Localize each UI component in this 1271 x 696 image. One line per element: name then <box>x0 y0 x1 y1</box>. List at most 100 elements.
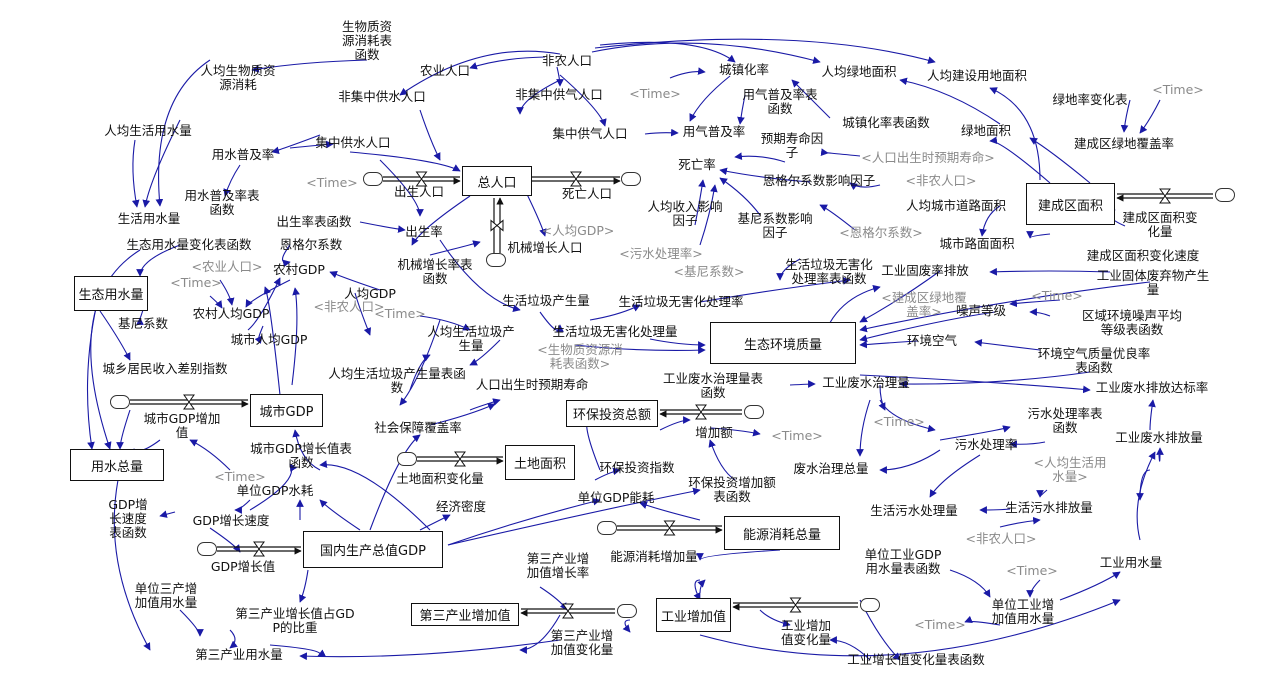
causal-link-arrow <box>989 136 1051 184</box>
causal-link-arrow <box>209 295 223 309</box>
causal-link-arrow <box>999 516 1041 528</box>
source-cloud-land <box>397 452 417 466</box>
causal-link-arrow <box>696 549 781 561</box>
flow-valve <box>1159 188 1171 204</box>
causal-link-arrow <box>429 403 496 426</box>
var-urban-road: 人均城市道路面积 <box>905 198 1007 213</box>
shadow-life-exp: <人口出生时预期寿命> <box>861 150 995 165</box>
var-waste-harmless-rate: 生活垃圾无害化处理率 <box>618 294 744 309</box>
causal-link-arrow <box>599 41 736 63</box>
stock-built-area[interactable]: 建成区面积 <box>1026 183 1115 225</box>
var-energy-increase: 能源消耗增加量 <box>610 549 698 564</box>
var-gdp-value: GDP增长值 <box>210 559 276 574</box>
causal-link-arrow <box>1139 99 1161 134</box>
var-domestic-sewage-treat: 生活污水处理量 <box>870 503 958 518</box>
causal-link-arrow <box>409 354 431 391</box>
var-per-domestic-water: 人均生活用水量 <box>104 123 192 138</box>
stock-eco-water[interactable]: 生态用水量 <box>74 276 148 311</box>
causal-link-arrow <box>694 179 706 226</box>
var-conc-gas: 集中供气人口 <box>552 126 628 141</box>
var-urban-rate: 城镇化率 <box>718 62 770 77</box>
causal-link-arrow <box>708 439 736 481</box>
causal-link-arrow <box>697 579 706 594</box>
causal-link-arrow <box>659 416 691 431</box>
var-noise: 噪声等级 <box>955 303 1007 318</box>
causal-link-arrow <box>989 267 1111 276</box>
shadow-per-gdp: <人均GDP> <box>541 223 615 238</box>
causal-link-arrow <box>791 79 831 119</box>
flow-valve <box>789 597 802 613</box>
stock-gdp-total[interactable]: 国内生产总值GDP <box>303 531 443 568</box>
causal-link-arrow <box>878 384 886 411</box>
var-per-bio: 人均生物质资 源消耗 <box>200 63 276 92</box>
causal-link-arrow <box>974 339 1041 351</box>
shadow-time-5: <Time> <box>374 306 426 321</box>
causal-link-arrow <box>219 279 235 306</box>
shadow-sewage: <污水处理率> <box>619 246 703 261</box>
causal-link-arrow <box>594 38 936 64</box>
causal-link-arrow <box>159 510 176 518</box>
var-rural-income: 农村人均GDP <box>192 306 270 321</box>
shadow-time-3: <Time> <box>306 175 358 190</box>
stock-env-invest[interactable]: 环保投资总额 <box>566 400 658 427</box>
causal-link-arrow <box>429 240 481 256</box>
causal-link-arrow <box>849 182 881 191</box>
var-ind-wastewater-treat: 工业废水治理量 <box>822 375 910 390</box>
causal-link-arrow <box>776 258 801 281</box>
shadow-time-2: <Time> <box>1152 82 1204 97</box>
stock-land-area[interactable]: 土地面积 <box>505 445 575 480</box>
causal-link-arrow <box>269 644 326 657</box>
stock-total-population[interactable]: 总人口 <box>462 166 532 196</box>
var-water-rate-table: 用水普及率表 函数 <box>184 188 260 217</box>
causal-link-arrow <box>1148 399 1156 431</box>
source-cloud-tertiary <box>617 604 637 618</box>
stock-urban-gdp[interactable]: 城市GDP <box>250 394 323 427</box>
causal-link-arrow <box>419 109 441 161</box>
shadow-per-water: <人均生活用 水量> <box>1033 455 1107 484</box>
stock-tertiary-added[interactable]: 第三产业增加值 <box>411 603 519 626</box>
stock-eco-quality[interactable]: 生态环境质量 <box>710 322 856 364</box>
causal-link-arrow <box>1136 451 1156 541</box>
flow-valve <box>695 404 707 420</box>
causal-link-arrow <box>1059 571 1121 601</box>
source-cloud-built <box>1215 188 1235 202</box>
source-cloud-energy <box>597 521 617 535</box>
causal-link-arrow <box>263 286 281 396</box>
causal-link-arrow <box>719 177 761 216</box>
causal-link-arrow <box>271 134 321 155</box>
var-gdp-energy: 单位GDP能耗 <box>577 490 655 505</box>
var-air-table: 环境空气质量优良率 表函数 <box>1037 346 1151 375</box>
stock-energy-total[interactable]: 能源消耗总量 <box>724 516 840 550</box>
causal-link-arrow <box>1026 579 1041 598</box>
var-life-exp-factor: 预期寿命因 子 <box>760 131 824 160</box>
causal-link-arrow <box>979 506 1011 514</box>
flow-valve <box>663 520 676 536</box>
causal-link-arrow <box>319 460 431 531</box>
shadow-nonagri-3: <非农人口> <box>965 531 1037 546</box>
shadow-green-cover: <建成区绿地覆 盖率> <box>881 290 967 319</box>
var-tertiary-water: 第三产业用水量 <box>195 647 283 662</box>
var-gas-rate: 用气普及率 <box>682 124 746 139</box>
causal-link-arrow <box>142 119 181 208</box>
causal-link-arrow <box>591 42 821 64</box>
stock-industry-added[interactable]: 工业增加值 <box>656 598 731 632</box>
causal-link-arrow <box>644 128 679 137</box>
var-per-tertiary-water: 单位三产增 加值用水量 <box>134 581 198 610</box>
var-gas-rate-table: 用气普及率表 函数 <box>742 87 818 116</box>
causal-link-arrow <box>379 159 424 217</box>
var-water-rate: 用水普及率 <box>211 147 275 162</box>
var-ind-wastewater-rate: 工业废水排放达标率 <box>1095 380 1209 395</box>
causal-link-arrow <box>556 66 564 87</box>
var-industry-change: 工业增加 值变化量 <box>780 618 832 647</box>
var-ind-unit-water: 单位工业增 加值用水量 <box>991 597 1055 626</box>
stock-total-water[interactable]: 用水总量 <box>70 449 164 481</box>
causal-link-arrow <box>594 467 621 481</box>
var-built-green-rate: 建成区绿地覆盖率 <box>1073 136 1175 151</box>
causal-link-arrow <box>399 319 441 406</box>
causal-link-arrow <box>1136 469 1151 501</box>
causal-link-arrow <box>516 79 561 115</box>
causal-link-arrow <box>859 311 996 343</box>
var-road-area: 城市路面面积 <box>939 236 1015 251</box>
causal-link-arrow <box>469 398 501 411</box>
source-cloud-births <box>363 172 383 186</box>
